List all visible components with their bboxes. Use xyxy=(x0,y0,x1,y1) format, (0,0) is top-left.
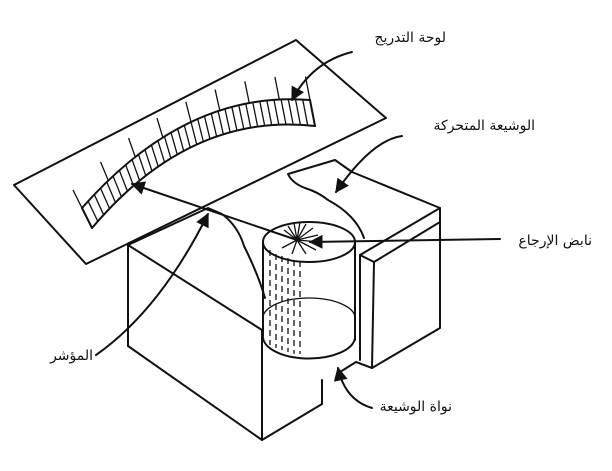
scale-division xyxy=(210,113,218,137)
scale-division xyxy=(137,154,147,176)
scale-division xyxy=(190,121,198,145)
block-front-lower xyxy=(261,361,373,441)
magnet-block xyxy=(127,159,441,441)
scale-division xyxy=(197,118,204,142)
return-spring-label: نابض الإرجاع xyxy=(518,233,592,249)
scale-division xyxy=(294,99,302,125)
label-scale-plate: لوحة التدريج xyxy=(291,30,446,102)
coil-core xyxy=(261,221,356,360)
pointer-leader xyxy=(95,212,209,356)
scale-division xyxy=(177,128,185,152)
block-notch xyxy=(304,187,365,239)
scale-plate xyxy=(13,39,387,265)
scale-division xyxy=(170,132,178,155)
scale-major-tick xyxy=(185,101,192,123)
coil-core-label: نواة الوشيعة xyxy=(380,399,452,415)
scale-division xyxy=(252,102,259,127)
scale-division xyxy=(273,99,280,125)
scale-major-tick xyxy=(156,117,164,138)
scale-division xyxy=(183,125,191,148)
coil-core-leader xyxy=(333,366,373,409)
scale-division xyxy=(131,159,141,181)
scale-division xyxy=(99,187,111,209)
scale-division xyxy=(125,164,135,186)
coil-windings xyxy=(269,250,301,354)
scale-plate-leader xyxy=(291,51,353,102)
moving-coil-label: الوشيعة المتحركة xyxy=(434,118,535,134)
spring-hatch xyxy=(281,221,321,255)
pointer-label: المؤشر xyxy=(49,348,93,364)
scale-division xyxy=(106,181,117,203)
scale-major-tick xyxy=(274,76,280,100)
scale-division xyxy=(157,140,166,163)
block-slot xyxy=(359,221,441,361)
scale-division xyxy=(112,175,123,197)
scale-division xyxy=(259,101,266,126)
scale-division xyxy=(163,136,172,159)
scale-arc xyxy=(72,76,316,229)
scale-division xyxy=(217,110,224,135)
label-pointer: المؤشر xyxy=(49,212,209,364)
scale-division xyxy=(231,106,238,131)
core-bottom-arc xyxy=(261,334,356,360)
scale-inner-edge xyxy=(91,123,316,229)
scale-major-tick xyxy=(72,189,83,209)
scale-division xyxy=(266,100,273,126)
scale-major-tick xyxy=(127,137,136,158)
scale-outer-edge xyxy=(81,98,311,209)
scale-division xyxy=(87,200,99,222)
label-coil-core: نواة الوشيعة xyxy=(333,366,452,415)
scale-division xyxy=(93,194,105,216)
scale-division xyxy=(302,99,309,126)
moving-coil-leader xyxy=(335,135,403,194)
pointer-needle xyxy=(130,181,298,241)
block-front-face xyxy=(127,244,263,441)
scale-division xyxy=(144,149,153,172)
core-hidden-arc xyxy=(262,297,356,319)
scale-major-tick xyxy=(244,81,250,104)
core-sides xyxy=(262,241,356,341)
scale-end-right xyxy=(309,99,316,127)
scale-division xyxy=(118,170,129,192)
scale-division xyxy=(238,105,245,130)
scale-division xyxy=(280,99,287,125)
scale-plate-outline xyxy=(13,39,387,265)
label-return-spring: نابض الإرجاع xyxy=(308,233,592,249)
scale-division xyxy=(287,99,294,125)
scale-division xyxy=(203,115,211,140)
scale-plate-label: لوحة التدريج xyxy=(374,30,446,46)
scale-division xyxy=(224,108,231,133)
label-moving-coil: الوشيعة المتحركة xyxy=(335,118,535,194)
return-spring-leader xyxy=(308,234,501,249)
scale-major-tick xyxy=(99,161,109,181)
block-right-face xyxy=(371,207,441,369)
scale-division xyxy=(245,103,252,128)
scale-end-left xyxy=(81,207,93,229)
block-top-face xyxy=(127,159,441,369)
scale-major-tick xyxy=(214,89,221,111)
scale-division xyxy=(150,144,159,167)
